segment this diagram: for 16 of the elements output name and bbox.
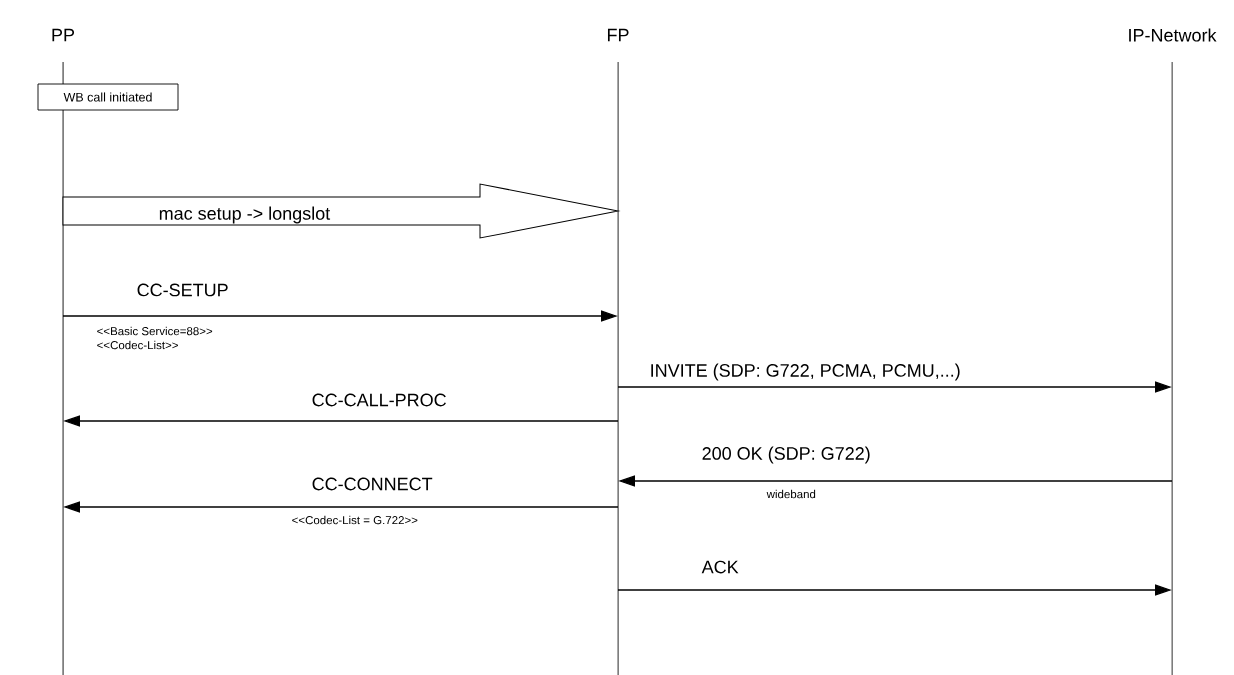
parameter-note: wideband — [766, 489, 816, 499]
participant-label: PP — [52, 28, 75, 42]
message-label: 200 OK (SDP: G722) — [702, 446, 870, 464]
parameter-note: <<Basic Service=88>> — [97, 326, 213, 336]
block-arrow — [62, 183, 619, 239]
message-label: CC-CONNECT — [312, 477, 433, 491]
message-label: CC-CALL-PROC — [312, 393, 446, 407]
participant-label: FP — [608, 28, 629, 42]
message-label: CC-SETUP — [137, 283, 228, 297]
parameter-note: <<Codec-List = G.722>> — [292, 515, 418, 525]
participant-label: IP-Network — [1129, 28, 1217, 42]
message-label: INVITE (SDP: G722, PCMA, PCMU,...) — [651, 363, 960, 381]
message-label: mac setup -> longslot — [159, 206, 331, 224]
event-box: WB call initiated — [37, 83, 179, 111]
message-label: ACK — [701, 560, 739, 574]
parameter-note: <<Codec-List>> — [97, 340, 178, 350]
